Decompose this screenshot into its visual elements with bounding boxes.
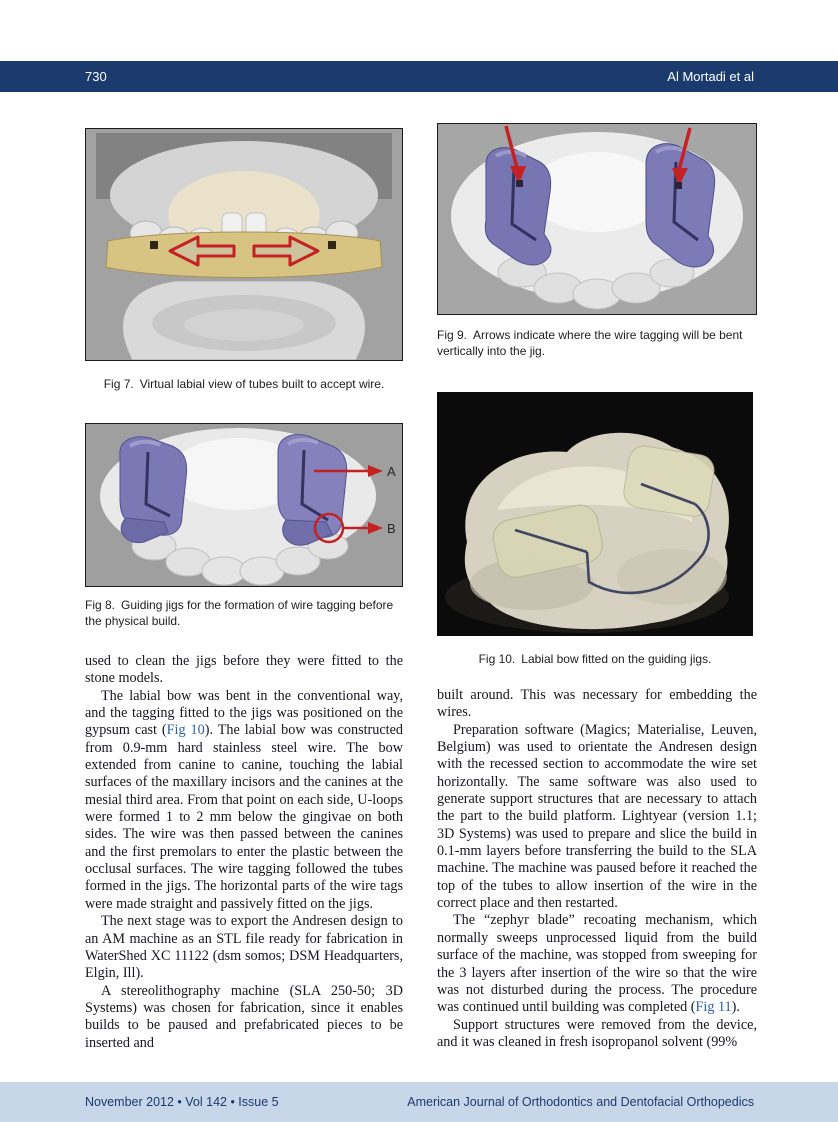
figure-reference-link[interactable]: Fig 10 <box>166 722 205 739</box>
tube-opening <box>328 241 336 249</box>
palate <box>529 152 665 232</box>
text-run: ). The labial bow was constructed from 0… <box>85 722 403 912</box>
figure-7-label: Fig 7. <box>103 377 134 391</box>
fig10-labial-bow-photo <box>437 392 753 636</box>
figure-9-image <box>437 123 757 315</box>
text-run: Support structures were removed from the… <box>437 1016 757 1050</box>
paragraph: used to clean the jigs before they were … <box>85 653 403 688</box>
annotation-a-label: A <box>387 464 396 479</box>
paragraph: built around. This was necessary for emb… <box>437 687 757 722</box>
right-text-column: built around. This was necessary for emb… <box>437 687 757 1051</box>
running-head-band: 730 Al Mortadi et al <box>0 61 838 92</box>
left-arrow-icon <box>168 235 236 267</box>
page-number: 730 <box>85 69 107 84</box>
left-guiding-jig <box>119 436 188 544</box>
fig7-virtual-labial-view <box>86 129 402 360</box>
figure-9-label: Fig 9. <box>437 328 468 342</box>
figure-10-image <box>437 392 753 636</box>
paragraph: Preparation software (Magics; Materialis… <box>437 722 757 913</box>
left-text-column: used to clean the jigs before they were … <box>85 653 403 1052</box>
figure-9-caption-text: Arrows indicate where the wire tagging w… <box>437 328 743 358</box>
figure-9-caption: Fig 9.Arrows indicate where the wire tag… <box>437 328 757 359</box>
text-run: The labial bow was bent in the conventio… <box>85 687 403 739</box>
text-run: ). <box>731 999 740 1016</box>
wire-tube-band <box>105 231 383 278</box>
text-run: used to clean the jigs before they were … <box>85 653 403 687</box>
annotation-b-label: B <box>387 521 396 536</box>
figure-10-caption: Fig 10. Labial bow fitted on the guiding … <box>437 652 753 668</box>
footer-journal-name: American Journal of Orthodontics and Den… <box>407 1095 754 1109</box>
figure-8-label: Fig 8. <box>85 598 116 612</box>
text-run: Preparation software (Magics; Materialis… <box>437 721 757 912</box>
right-guiding-jig <box>277 434 348 546</box>
left-guiding-jig <box>484 147 552 266</box>
palate <box>168 438 308 510</box>
figure-7-image <box>85 128 403 361</box>
figure-10-caption-text: Labial bow fitted on the guiding jigs. <box>521 652 712 666</box>
tube-opening <box>150 241 158 249</box>
right-translucent-jig <box>623 445 715 517</box>
figure-7-caption: Fig 7. Virtual labial view of tubes built… <box>85 377 403 393</box>
footer-band: November 2012 • Vol 142 • Issue 5 Americ… <box>0 1082 838 1122</box>
text-run: The next stage was to export the Andrese… <box>85 913 403 982</box>
annotation-b-arrow: B <box>313 512 396 544</box>
figure-10-label: Fig 10. <box>478 652 516 666</box>
figure-reference-link[interactable]: Fig 11 <box>695 999 732 1016</box>
paragraph: The next stage was to export the Andrese… <box>85 913 403 982</box>
paragraph: A stereolithography machine (SLA 250-50;… <box>85 983 403 1052</box>
right-arrow-icon <box>252 235 320 267</box>
left-bend-arrow-icon <box>504 125 526 187</box>
figure-7-caption-text: Virtual labial view of tubes built to ac… <box>139 377 385 391</box>
footer-issue-info: November 2012 • Vol 142 • Issue 5 <box>85 1095 279 1109</box>
paragraph: The “zephyr blade” recoating mechanism, … <box>437 912 757 1016</box>
running-title: Al Mortadi et al <box>667 69 754 84</box>
annotation-a-arrow: A <box>314 464 396 479</box>
labial-bow-wire <box>514 482 710 595</box>
figure-8-image: A B <box>85 423 403 587</box>
text-run: The “zephyr blade” recoating mechanism, … <box>437 912 757 1016</box>
paragraph: The labial bow was bent in the conventio… <box>85 688 403 913</box>
fig8-guiding-jigs: A B <box>86 424 402 586</box>
fig9-wire-bend-arrows <box>438 124 756 314</box>
text-run: A stereolithography machine (SLA 250-50;… <box>85 982 403 1051</box>
right-bend-arrow-icon <box>672 127 692 189</box>
figure-8-caption-text: Guiding jigs for the formation of wire t… <box>85 598 394 628</box>
paragraph: Support structures were removed from the… <box>437 1017 757 1052</box>
figure-8-caption: Fig 8.Guiding jigs for the formation of … <box>85 598 403 629</box>
text-run: built around. This was necessary for emb… <box>437 687 757 721</box>
